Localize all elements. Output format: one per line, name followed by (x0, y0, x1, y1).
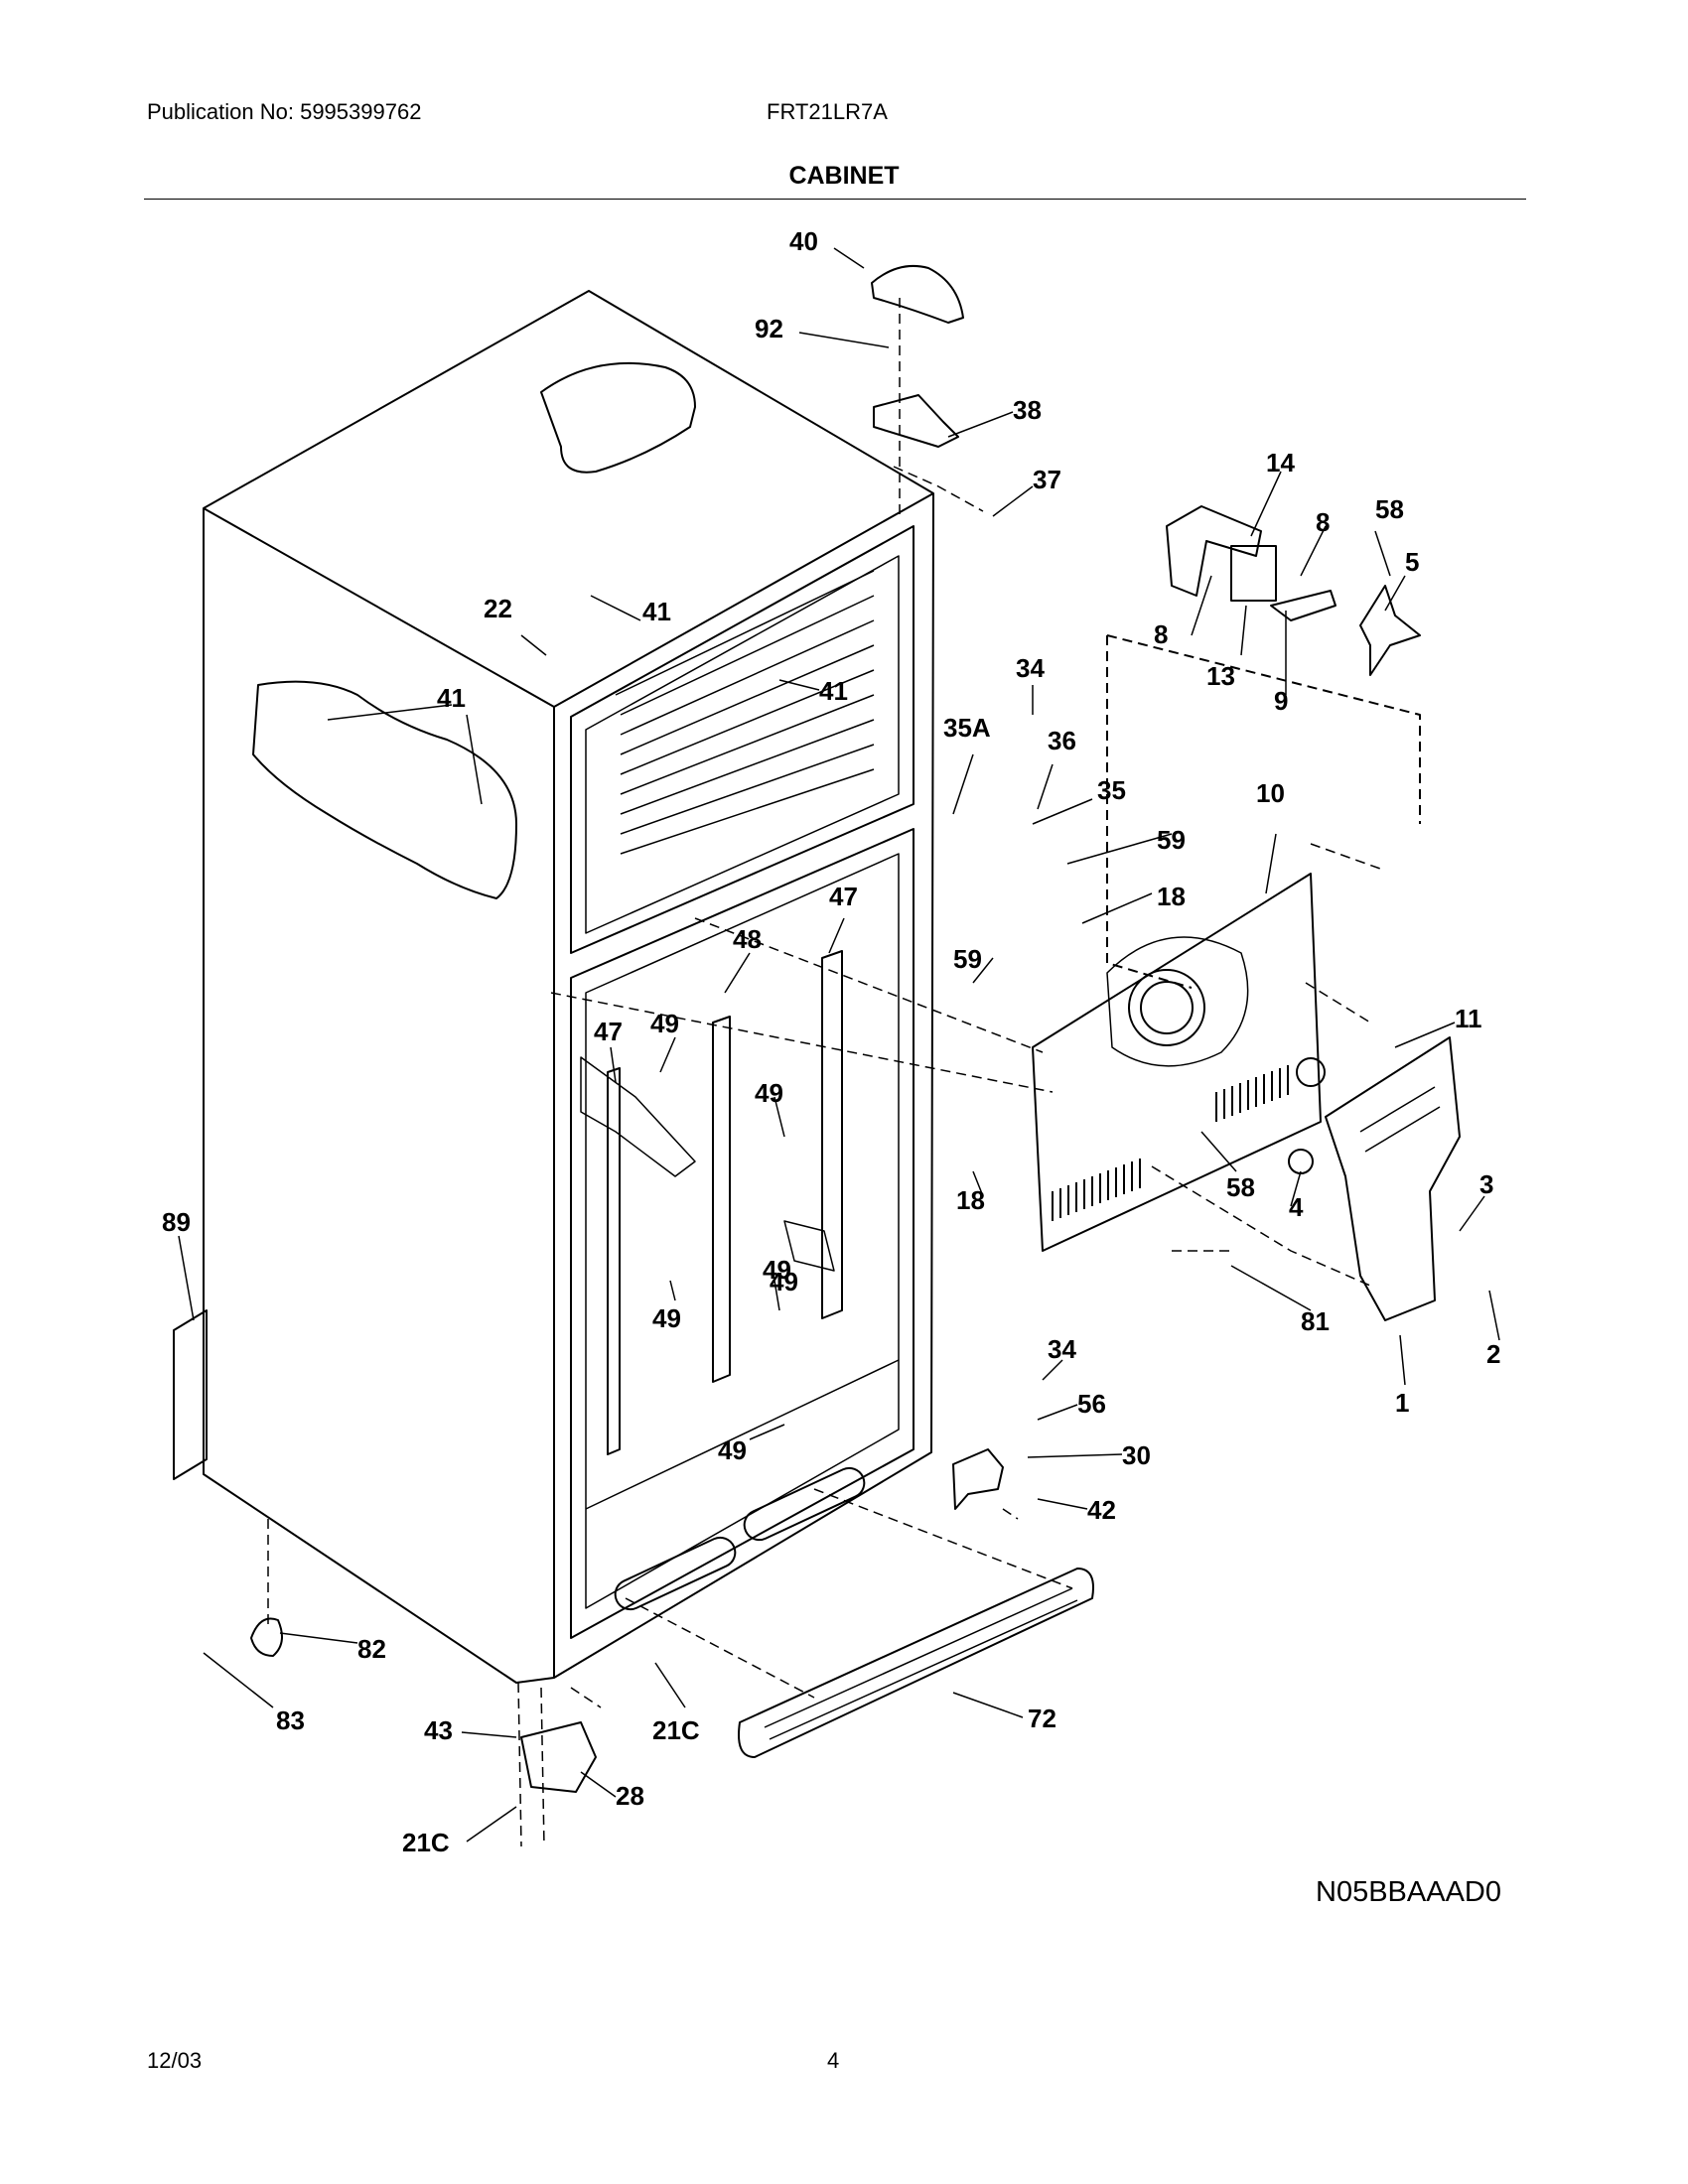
callout-label: 21C (402, 1828, 450, 1857)
callout-label: 42 (1087, 1495, 1116, 1525)
callout-label: 72 (1028, 1704, 1056, 1733)
callout-label: 43 (424, 1715, 453, 1745)
callout-label: 5 (1405, 547, 1419, 577)
callout-label: 3 (1479, 1169, 1493, 1199)
model-number: FRT21LR7A (767, 99, 888, 124)
bottom-hinge (952, 1448, 1004, 1510)
callout-label: 58 (1375, 494, 1404, 524)
callout-label: 58 (1226, 1172, 1255, 1202)
callout-label: 34 (1048, 1334, 1076, 1364)
header-rule (144, 199, 1526, 200)
top-insulation (540, 361, 696, 474)
callout-label: 30 (1122, 1440, 1151, 1470)
shelf-rail-center (712, 1016, 731, 1383)
shelf-rail-left (607, 1067, 621, 1455)
callout-label: 49 (755, 1078, 783, 1108)
callout-label: 36 (1048, 726, 1076, 755)
callout-label: 83 (276, 1706, 305, 1735)
side-insulation (252, 680, 517, 899)
callout-label: 89 (162, 1207, 191, 1237)
toe-grille (738, 1568, 1094, 1758)
fan-cover-outline (1106, 634, 1421, 989)
callout-label: 10 (1256, 778, 1285, 808)
callout-label: 35 (1097, 775, 1126, 805)
freezer-opening (570, 525, 914, 954)
fresh-food-opening (570, 828, 914, 1639)
callout-label: 1 (1395, 1388, 1409, 1418)
publication-number: Publication No: 5995399762 (147, 99, 422, 124)
drawing-code: N05BBAAAD0 (1316, 1876, 1501, 1908)
callout-label: 59 (1157, 825, 1186, 855)
callout-label: 8 (1316, 507, 1330, 537)
callout-label: 18 (956, 1185, 985, 1215)
callout-label: 2 (1486, 1339, 1500, 1369)
leveling-bracket (520, 1721, 597, 1793)
top-hinge (873, 394, 959, 448)
callout-label: 9 (1274, 686, 1288, 716)
roller (250, 1617, 283, 1657)
publication-date: 12/03 (147, 2048, 203, 2073)
callout-label: 56 (1077, 1389, 1106, 1419)
callout-label: 49 (763, 1255, 791, 1285)
callout-label: 14 (1266, 448, 1295, 478)
hinge-cover (871, 264, 964, 324)
callout-label: 49 (770, 1267, 798, 1297)
callout-label: 49 (650, 1009, 679, 1038)
callout-label: 37 (1033, 465, 1061, 494)
callout-label: 48 (733, 924, 762, 954)
shelf-rail-right (821, 950, 843, 1319)
callout-label: 21C (652, 1715, 700, 1745)
callout-label: 28 (616, 1781, 644, 1811)
evaporator-cover (1032, 873, 1322, 1252)
callout-label: 81 (1301, 1306, 1330, 1336)
cabinet-front-left-edge (203, 507, 555, 1678)
callout-labels: 40 92 38 37 14 8 58 5 22 41 41 41 8 13 9… (162, 226, 1500, 1857)
callout-label: 40 (789, 226, 818, 256)
control-housing (1325, 1036, 1461, 1321)
callout-label: 49 (652, 1303, 681, 1333)
callout-label: 49 (718, 1435, 747, 1465)
callout-label: 41 (819, 676, 848, 706)
callout-label: 22 (484, 594, 512, 623)
callout-label: 38 (1013, 395, 1042, 425)
section-title: CABINET (788, 162, 900, 190)
callout-label: 82 (357, 1634, 386, 1664)
callout-label: 34 (1016, 653, 1045, 683)
callout-label: 47 (829, 882, 858, 911)
callout-label: 13 (1206, 661, 1235, 691)
rear-bracket (173, 1309, 208, 1480)
callout-label: 35A (943, 713, 991, 743)
fan-motor (1230, 545, 1277, 602)
cabinet-top-front-edge (553, 492, 934, 708)
callout-label: 41 (437, 683, 466, 713)
callout-label: 4 (1289, 1192, 1304, 1222)
callout-label: 8 (1154, 619, 1168, 649)
fan-bracket (1166, 505, 1262, 597)
callout-label: 47 (594, 1017, 623, 1046)
callout-label: 18 (1157, 882, 1186, 911)
page-number: 4 (827, 2048, 840, 2073)
callout-label: 92 (755, 314, 783, 343)
fan-blade (1359, 585, 1421, 676)
callout-label: 59 (953, 944, 982, 974)
callout-label: 41 (642, 597, 671, 626)
cabinet-shell (203, 290, 934, 1684)
callout-label: 11 (1455, 1004, 1482, 1033)
